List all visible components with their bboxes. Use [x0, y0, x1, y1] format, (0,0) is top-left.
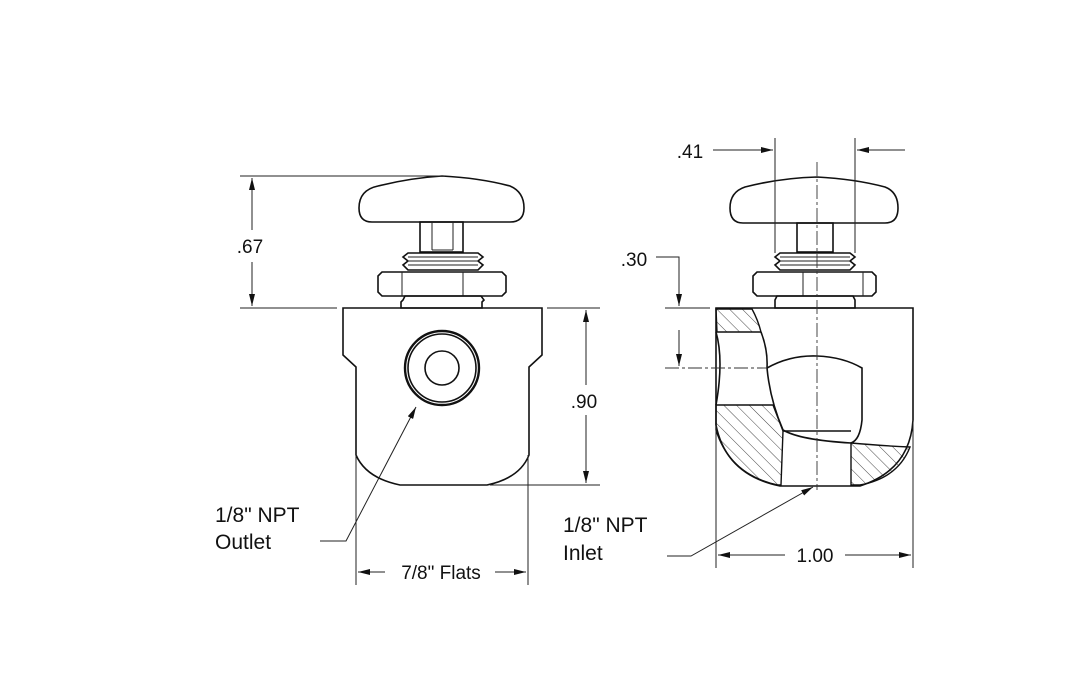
- valve-body: [715, 307, 914, 487]
- outlet-label-line1: 1/8" NPT: [215, 504, 300, 527]
- hex-nut: [377, 271, 507, 297]
- knob: [358, 175, 525, 223]
- inlet-label-line2: Inlet: [563, 542, 603, 565]
- dim-height-above-body: .67: [237, 237, 263, 258]
- section-hatch: [715, 404, 784, 486]
- stem: [796, 222, 834, 253]
- stem: [419, 221, 464, 253]
- thread: [401, 252, 485, 271]
- section-hatch: [715, 308, 762, 333]
- collar: [774, 295, 856, 309]
- outlet-label-line2: Outlet: [215, 531, 271, 554]
- dim-body-height: .90: [571, 392, 597, 413]
- collar: [400, 295, 486, 309]
- section-hatch: [850, 442, 912, 486]
- dim-inlet-depth: .30: [621, 250, 647, 271]
- valve-body: [342, 307, 543, 486]
- front-view: .67 .90 7/8" Flats 1/8" NPT Outlet: [215, 175, 600, 585]
- thread: [773, 252, 857, 271]
- dim-body-width: 1.00: [797, 546, 834, 567]
- dim-flats: 7/8" Flats: [401, 563, 481, 584]
- side-section-view: .41 .30 1.00 1/8" NPT Inlet: [563, 138, 914, 568]
- inlet-label-line1: 1/8" NPT: [563, 514, 648, 537]
- hex-nut: [752, 271, 877, 297]
- outlet-port-outer: [403, 329, 481, 407]
- knob: [729, 176, 899, 224]
- outlet-port-inner: [424, 350, 460, 386]
- dim-thread-width: .41: [677, 142, 703, 163]
